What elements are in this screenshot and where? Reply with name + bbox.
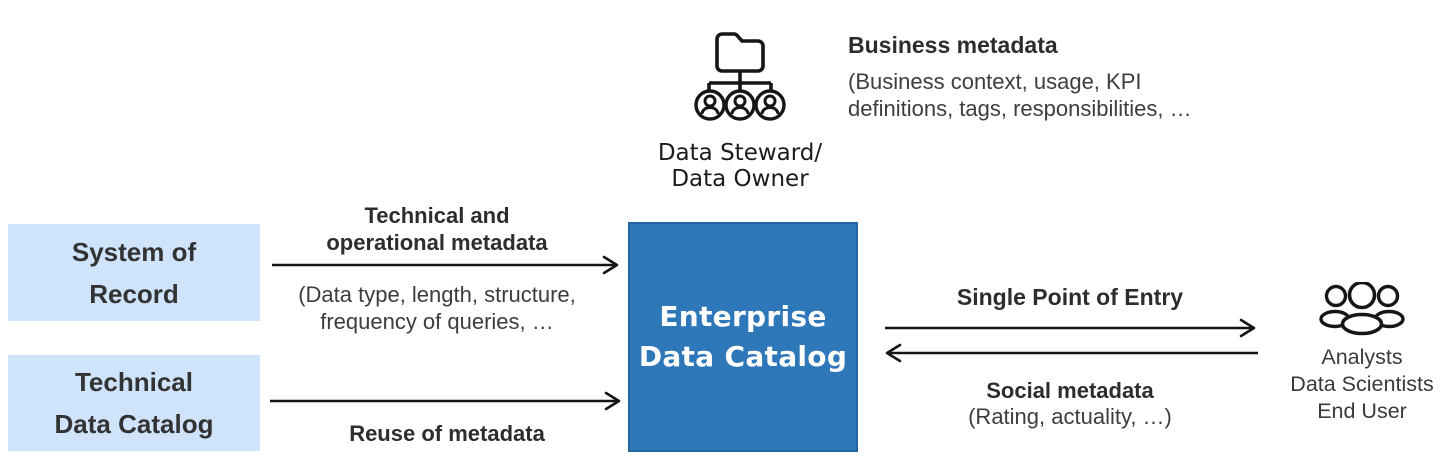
social-metadata-arrow	[885, 343, 1258, 363]
business-metadata-description: (Business context, usage, KPI definition…	[848, 69, 1192, 121]
users-label: Analysts Data Scientists End User	[1290, 345, 1434, 423]
technical-metadata-arrow	[272, 255, 619, 275]
business-metadata-title: Business metadata	[848, 32, 1058, 58]
single-point-of-entry-label: Single Point of Entry	[956, 284, 1184, 310]
technical-data-catalog-box: Technical Data Catalog	[8, 355, 260, 451]
enterprise-data-catalog-box: Enterprise Data Catalog	[628, 222, 858, 452]
reuse-of-metadata-label: Reuse of metadata	[349, 421, 545, 446]
technical-metadata-label: Technical and operational metadata	[326, 203, 548, 255]
data-steward-icon	[694, 32, 786, 121]
single-point-of-entry-arrow	[885, 318, 1256, 338]
social-metadata-label: Social metadata	[986, 378, 1154, 403]
system-of-record-box: System of Record	[8, 224, 260, 321]
reuse-of-metadata-arrow	[270, 391, 621, 411]
social-metadata-description: (Rating, actuality, …)	[968, 404, 1172, 429]
people-group-icon	[1319, 282, 1405, 336]
technical-metadata-description: (Data type, length, structure, frequency…	[298, 282, 576, 334]
data-steward-label: Data Steward/ Data Owner	[657, 140, 823, 192]
